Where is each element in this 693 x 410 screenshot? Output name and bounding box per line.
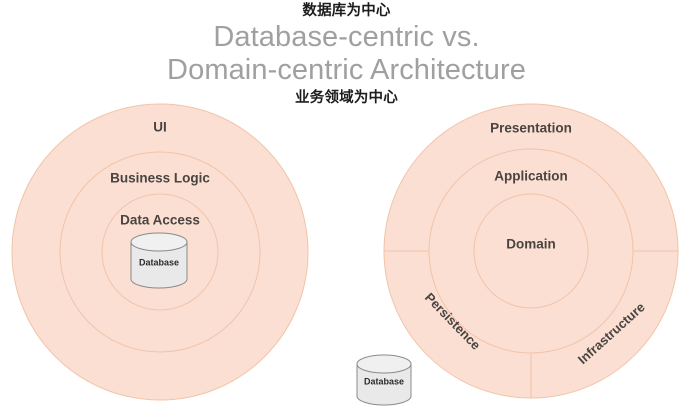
database-label: Database xyxy=(364,376,404,386)
ring-label-business-logic: Business Logic xyxy=(110,171,210,186)
left-model-group: UI Business Logic Data Access Database xyxy=(11,103,309,401)
ring-label-domain: Domain xyxy=(506,237,556,252)
ring-label-presentation: Presentation xyxy=(490,121,572,136)
cylinder-top-icon xyxy=(130,232,188,252)
ring-label-data-access: Data Access xyxy=(120,213,200,228)
cylinder-body-icon xyxy=(130,241,188,289)
ring-label-application: Application xyxy=(494,169,568,184)
database-label: Database xyxy=(139,257,179,267)
database-cylinder-center: Database xyxy=(130,232,188,289)
cylinder-body-icon xyxy=(356,363,412,406)
cylinder-top-icon xyxy=(356,354,412,374)
ring-label-ui: UI xyxy=(153,120,167,135)
right-model-group: Presentation Application Domain Persiste… xyxy=(383,103,679,399)
ring-domain xyxy=(473,193,589,309)
database-cylinder-bottom: Database xyxy=(356,354,412,406)
